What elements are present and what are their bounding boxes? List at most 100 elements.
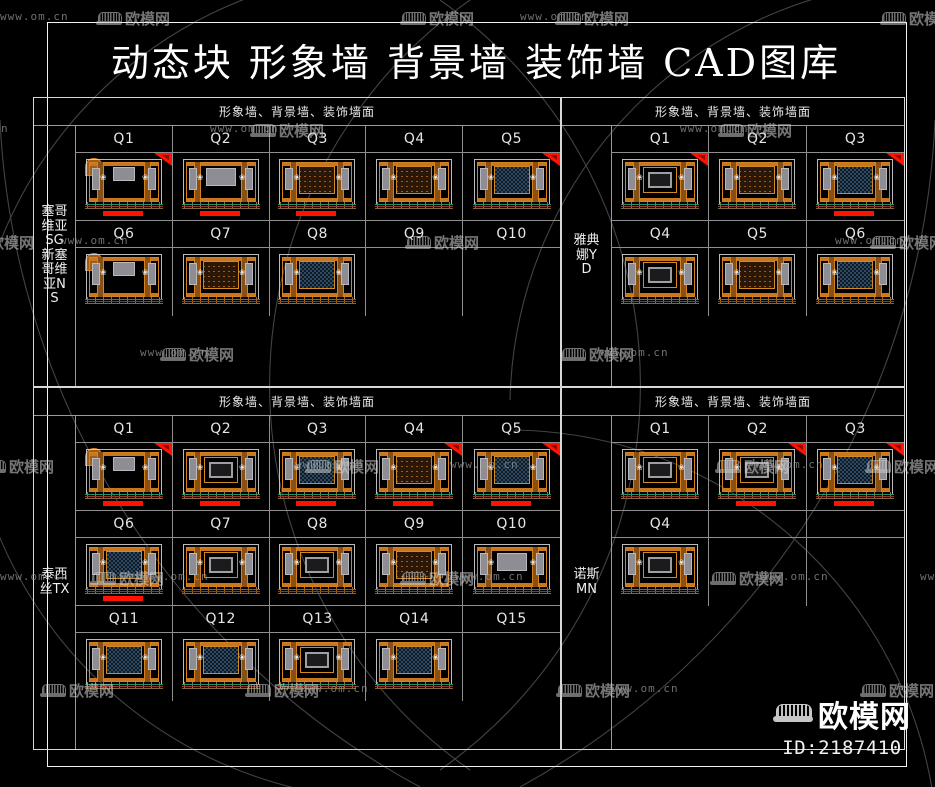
- floor-line: [181, 684, 260, 685]
- selection-bbox: [622, 254, 699, 300]
- item-cell-q5[interactable]: ❀❀: [463, 153, 560, 221]
- cad-elevation-drawing: ❀❀: [621, 253, 700, 311]
- item-cell-q12[interactable]: ❀❀: [173, 633, 270, 701]
- dynamic-block-marker-icon: [541, 443, 560, 456]
- floor-line: [181, 205, 260, 207]
- asset-id: ID:2187410: [782, 737, 902, 759]
- item-cell-q2[interactable]: ❀❀: [709, 153, 807, 221]
- code-cell-q3: Q3: [806, 416, 904, 443]
- item-cell-q8[interactable]: ❀❀: [270, 248, 367, 316]
- item-cell-q4[interactable]: ❀❀: [612, 248, 710, 316]
- item-cell-q3[interactable]: ❀❀: [269, 443, 367, 511]
- floor-line: [472, 493, 551, 495]
- item-row: ❀❀❀❀❀❀: [612, 153, 904, 221]
- floor-line: [621, 303, 700, 304]
- code-cell-q15: Q15: [463, 606, 560, 633]
- item-cell-empty[interactable]: [709, 538, 807, 606]
- item-cell-q10[interactable]: [463, 248, 560, 316]
- floor-line: [718, 303, 797, 304]
- floor-line: [84, 301, 163, 302]
- item-row: ❀❀❀❀❀❀: [612, 443, 904, 511]
- item-cell-q5[interactable]: ❀❀: [463, 443, 560, 511]
- item-cell-empty[interactable]: [807, 538, 904, 606]
- item-cell-q13[interactable]: ❀❀: [270, 633, 367, 701]
- item-cell-q6[interactable]: ❀❀: [76, 538, 173, 606]
- selection-bbox: [279, 448, 356, 495]
- floor-line: [84, 497, 163, 499]
- floor-line: [718, 493, 797, 495]
- item-cell-q14[interactable]: ❀❀: [366, 633, 464, 701]
- floor-line: [816, 207, 895, 209]
- item-cell-q1[interactable]: ❀❀: [612, 443, 710, 511]
- red-highlight-bar: [199, 500, 240, 506]
- floor-line: [84, 588, 163, 590]
- floor-line: [375, 588, 454, 590]
- watermark-url: www.om.cn: [920, 570, 935, 583]
- item-cell-q9[interactable]: ❀❀: [366, 538, 464, 606]
- floor-line: [278, 592, 357, 594]
- item-row: ❀❀❀❀❀❀: [76, 248, 560, 316]
- selection-bbox: [85, 254, 162, 300]
- code-label: Q9: [403, 516, 425, 532]
- selection-bbox: [817, 448, 894, 495]
- floor-line: [84, 688, 163, 689]
- code-cell-q2: Q2: [172, 126, 270, 153]
- floor-line: [472, 203, 551, 205]
- cad-elevation-drawing: ❀❀: [718, 253, 797, 311]
- selection-bbox: [279, 254, 356, 300]
- item-cell-q6[interactable]: ❀❀: [76, 248, 173, 316]
- series-label-text: 泰西丝TX: [39, 566, 70, 597]
- item-cell-q3[interactable]: ❀❀: [806, 153, 904, 221]
- item-cell-q4[interactable]: ❀❀: [366, 153, 464, 221]
- item-cell-q10[interactable]: ❀❀: [463, 538, 560, 606]
- item-cell-q2[interactable]: ❀❀: [172, 443, 270, 511]
- item-cell-q6[interactable]: ❀❀: [807, 248, 904, 316]
- floor-line: [84, 495, 163, 497]
- floor-line: [472, 207, 551, 209]
- code-label: Q6: [844, 226, 866, 242]
- item-cell-q7[interactable]: ❀❀: [173, 248, 270, 316]
- brand-logo: 欧模网: [773, 692, 911, 736]
- code-label: Q4: [403, 131, 425, 147]
- selection-bbox: [473, 543, 550, 590]
- item-cell-q4[interactable]: ❀❀: [366, 443, 464, 511]
- item-cell-q7[interactable]: ❀❀: [172, 538, 270, 606]
- item-cell-q1[interactable]: ❀❀: [76, 443, 173, 511]
- floor-line: [278, 590, 357, 592]
- code-cell-q4: Q4: [612, 511, 710, 538]
- id-block: 欧模网 ID:2187410: [773, 692, 911, 759]
- floor-line: [375, 590, 454, 592]
- item-cell-q3[interactable]: ❀❀: [806, 443, 904, 511]
- item-cell-q5[interactable]: ❀❀: [709, 248, 807, 316]
- item-cell-q11[interactable]: ❀❀: [76, 633, 173, 701]
- selection-bbox: [182, 448, 259, 495]
- floor-line: [181, 301, 260, 302]
- item-cell-q1[interactable]: ❀❀: [76, 153, 173, 221]
- code-cell-q3: Q3: [269, 416, 367, 443]
- series-label-text: 塞哥维亚SG新塞哥维亚NS: [41, 204, 68, 307]
- floor-line: [472, 588, 551, 590]
- item-cell-q2[interactable]: ❀❀: [709, 443, 807, 511]
- sofa-icon: [773, 704, 813, 724]
- selection-bbox: [182, 158, 259, 205]
- item-cell-q15[interactable]: [463, 633, 560, 701]
- item-cell-q1[interactable]: ❀❀: [612, 153, 710, 221]
- item-cell-q9[interactable]: [366, 248, 464, 316]
- dynamic-block-marker-icon: [690, 153, 709, 166]
- item-cell-q8[interactable]: ❀❀: [269, 538, 367, 606]
- dynamic-block-marker-icon: [444, 443, 463, 456]
- item-cell-q3[interactable]: ❀❀: [269, 153, 367, 221]
- floor-line: [621, 589, 700, 590]
- table-header: 形象墙、背景墙、装饰墙面: [34, 388, 560, 416]
- floor-line: [375, 592, 454, 594]
- series-label-segoviya: 塞哥维亚SG新塞哥维亚NS: [34, 126, 76, 386]
- item-cell-q2[interactable]: ❀❀: [172, 153, 270, 221]
- floor-line: [375, 686, 454, 687]
- floor-line: [278, 495, 357, 497]
- floor-line: [278, 688, 357, 689]
- item-cell-q4[interactable]: ❀❀: [612, 538, 710, 606]
- code-label: Q2: [210, 131, 232, 147]
